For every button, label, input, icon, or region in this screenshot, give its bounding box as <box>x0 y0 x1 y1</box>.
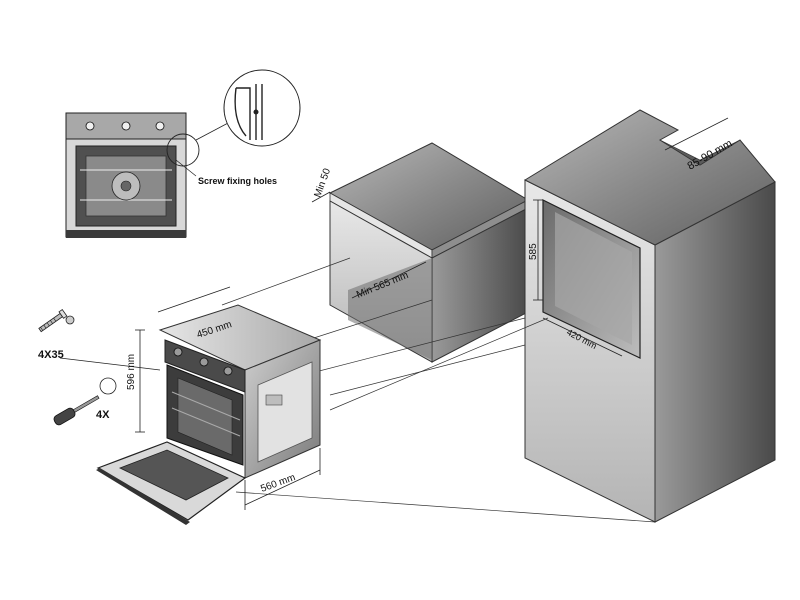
zoom-connector-line <box>195 121 231 141</box>
oven-opening-inner <box>555 212 632 345</box>
top-notch-cut <box>659 139 741 166</box>
screw-count-label: 4X <box>96 409 110 421</box>
screw-callout <box>38 308 161 426</box>
oven-side-label <box>265 394 283 406</box>
screwdriver-icon <box>53 395 100 426</box>
niche-inner-panel <box>348 258 432 360</box>
inset-knob-icon <box>85 121 95 131</box>
oven-door-handle <box>96 468 190 525</box>
built-in-oven <box>96 304 322 525</box>
tall-cabinet <box>523 109 776 523</box>
screw-hole-leader <box>175 159 197 177</box>
screw-spec-label: 4X35 <box>38 349 64 361</box>
inset-control-strip <box>65 112 187 140</box>
zoom-detail-profile <box>234 84 263 140</box>
oven-cavity-inner <box>177 377 233 456</box>
washer-icon <box>65 315 75 325</box>
dim-560-label: 560 mm <box>259 472 297 495</box>
screw-fixing-holes-label: Screw fixing holes <box>198 176 277 186</box>
zoom-screw-hole <box>253 109 259 115</box>
inset-base-strip <box>66 230 186 238</box>
fan-hub <box>120 180 132 192</box>
dim-596-label: 596 mm <box>126 354 137 390</box>
knob-icon <box>173 347 183 357</box>
oven-side-panel <box>257 361 313 463</box>
dim-585-label: 585 <box>528 243 539 260</box>
cabinet-dimension-lines <box>311 117 729 357</box>
screw-leader-ring <box>99 377 117 395</box>
knob-icon <box>199 357 209 367</box>
inset-knob-icon <box>121 121 131 131</box>
oven-rack <box>171 391 241 421</box>
oven-dimension-lines <box>135 286 321 510</box>
screw-icon <box>38 308 68 333</box>
knob-icon <box>223 366 233 376</box>
oven-rack <box>171 407 241 437</box>
inset-knob-icon <box>155 121 165 131</box>
oven-door-glass <box>118 449 229 501</box>
inset-oven-front-view <box>65 69 301 238</box>
screw-leader-line <box>59 357 161 371</box>
under-counter-cabinet <box>328 142 530 363</box>
